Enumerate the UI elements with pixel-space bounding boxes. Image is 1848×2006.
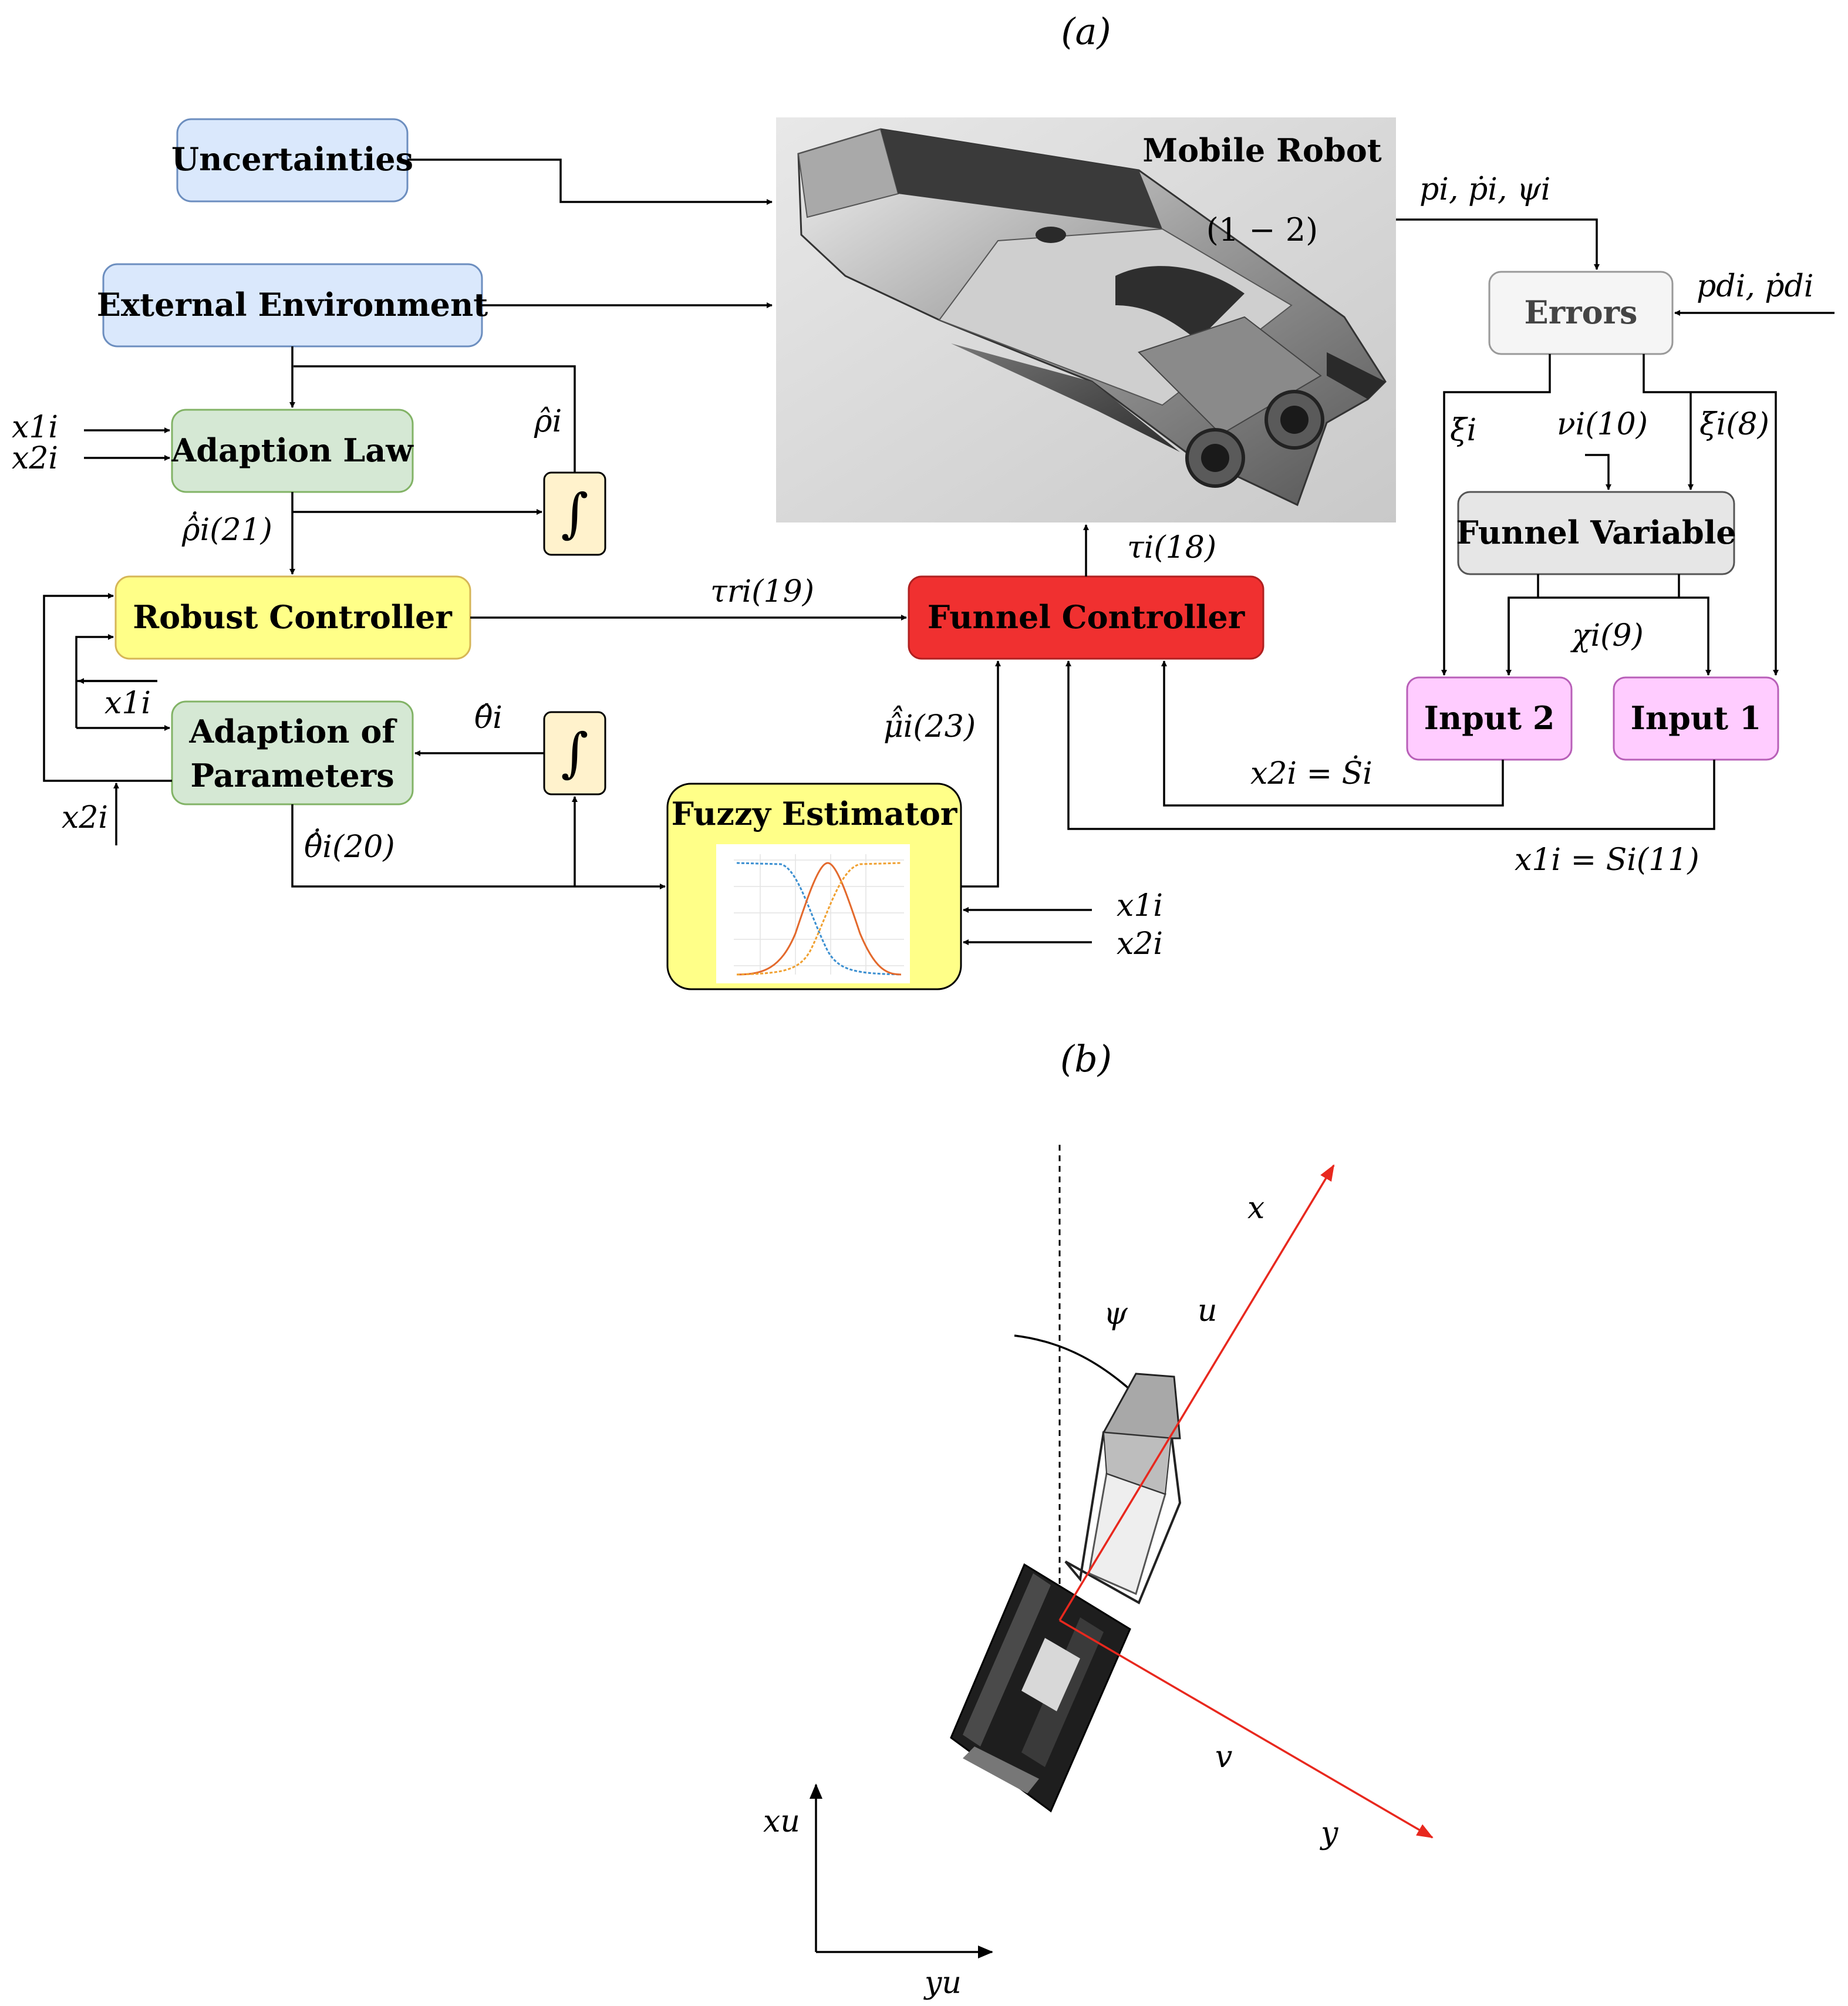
- input-2-label: Input 2: [1424, 699, 1555, 737]
- adaption-law-label: Adaption Law: [171, 431, 414, 469]
- signal-nu: νi(10): [1557, 407, 1648, 442]
- input-2-block: [1406, 676, 1573, 761]
- fuzzy-estimator-label: Fuzzy Estimator: [672, 795, 957, 832]
- signal-x2i-eq: x2i = Ṡi: [1250, 756, 1372, 791]
- input-1-label: Input 1: [1631, 699, 1762, 737]
- funnel-variable-block: [1457, 491, 1735, 575]
- signal-x1i-eq: x1i = Si(11): [1515, 842, 1699, 878]
- signal-x1i-left: x1i: [12, 410, 58, 445]
- x-axis-arrow: [1058, 1164, 1335, 1621]
- label-x: x: [1247, 1191, 1264, 1226]
- label-xu: xu: [763, 1804, 800, 1839]
- integrator-bottom-symbol: ∫: [561, 722, 589, 784]
- signal-x2i-fuzzy: x2i: [1117, 926, 1163, 962]
- y-axis-arrow: [1059, 1619, 1434, 1839]
- integrator-top-symbol: ∫: [561, 483, 589, 544]
- membership-function-plot: [716, 844, 910, 983]
- signal-wires: [43, 159, 1834, 945]
- boat-top-view-image: [950, 1373, 1182, 1813]
- signal-x1i-fuzzy: x1i: [1117, 888, 1163, 923]
- signal-x2i-left: x2i: [12, 441, 58, 476]
- signal-x1i-mid: x1i: [104, 686, 151, 721]
- label-psi: ψ: [1104, 1296, 1128, 1331]
- input-1-block: [1613, 676, 1779, 761]
- mobile-robot-equation: (1 − 2): [1206, 211, 1318, 248]
- robust-controller-label: Robust Controller: [133, 598, 452, 636]
- mobile-robot-label: Mobile Robot: [1142, 132, 1381, 169]
- adaption-of-parameters-line1: Adaption of: [188, 713, 397, 750]
- signal-tau-ri: τri(19): [710, 574, 814, 609]
- mobile-robot-block: [776, 117, 1396, 522]
- adaption-of-parameters-line2: Parameters: [190, 757, 394, 794]
- signal-outputs: pi, ṗi, ψi: [1419, 172, 1550, 207]
- body-frame-figure: [810, 1145, 1434, 1958]
- label-v: v: [1215, 1739, 1232, 1775]
- signal-chi: χi(9): [1570, 618, 1644, 653]
- signal-rho-dot: ρ̂̇i(21): [181, 511, 272, 548]
- funnel-controller-label: Funnel Controller: [928, 598, 1245, 636]
- external-environment-label: External Environment: [97, 286, 488, 323]
- label-y: y: [1320, 1816, 1338, 1851]
- signal-rho-hat: ρ̂i: [534, 404, 562, 439]
- signal-theta-hat: θ̂i: [474, 700, 503, 736]
- errors-block: [1488, 271, 1674, 355]
- panel-b-label: (b): [1060, 1037, 1112, 1080]
- signal-tau-i: τi(18): [1127, 530, 1216, 565]
- panel-a-label: (a): [1061, 10, 1111, 53]
- signal-desired: pdi, ṗdi: [1697, 269, 1813, 304]
- funnel-variable-label: Funnel Variable: [1456, 514, 1736, 551]
- signal-theta-dot: θ̂̇i(20): [304, 828, 395, 865]
- signal-x2i-bottom: x2i: [62, 800, 108, 835]
- uncertainties-label: Uncertainties: [171, 140, 413, 178]
- signal-mu-hat: μ̂̂i(23): [883, 706, 976, 744]
- signal-xi-dot: ξ̇i: [1450, 413, 1476, 448]
- label-u: u: [1198, 1293, 1218, 1329]
- label-yu: yu: [923, 1965, 962, 2001]
- errors-label: Errors: [1525, 294, 1638, 331]
- signal-xi: ξi(8): [1699, 407, 1769, 442]
